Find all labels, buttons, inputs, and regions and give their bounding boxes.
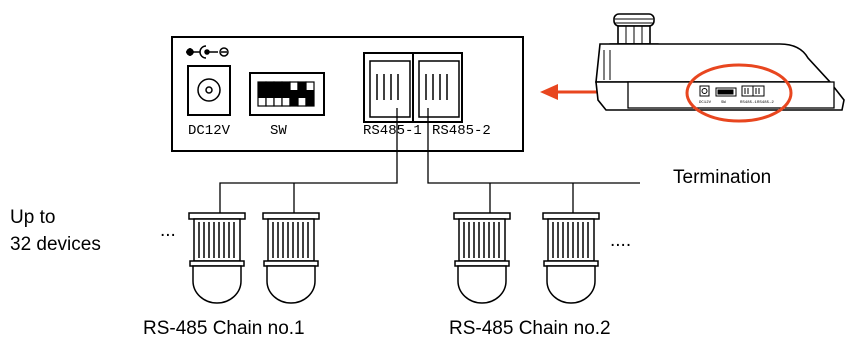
termination-label: Termination — [673, 167, 772, 188]
rear-panel: DC12V SW — [171, 36, 524, 152]
inset-rs1-label: RS485-1 — [740, 101, 757, 105]
keyboard-controller — [595, 13, 845, 111]
chain-1-label: RS-485 Chain no.1 — [143, 318, 305, 339]
dip-switch — [249, 72, 325, 116]
device-count-line2: 32 devices — [10, 234, 101, 255]
dc-jack — [187, 65, 231, 116]
dc-label: DC12V — [188, 123, 231, 139]
sw-label: SW — [270, 123, 287, 139]
chain-1-ellipsis: ... — [160, 220, 176, 241]
dome-camera — [188, 212, 246, 304]
inset-rs2-label: RS485-2 — [757, 101, 774, 105]
chain-2-label: RS-485 Chain no.2 — [449, 318, 611, 339]
chain-2-ellipsis: .... — [610, 230, 632, 251]
dome-camera — [262, 212, 320, 304]
dome-camera — [542, 212, 600, 304]
highlight-ellipse — [685, 63, 793, 123]
device-count-line1: Up to — [10, 207, 56, 228]
inset-sw-label: SW — [721, 101, 726, 105]
inset-dc-label: DC12V — [699, 101, 712, 105]
rs485-connector-1 — [363, 52, 414, 123]
dc-polarity-icon — [186, 45, 229, 59]
rs485-connector-2 — [412, 52, 463, 123]
chain-2-wiring — [427, 108, 640, 213]
inset-connectors — [699, 85, 765, 97]
dome-camera — [453, 212, 511, 304]
rs485-1-label: RS485-1 — [363, 123, 422, 139]
inset-labels: DC12V SW RS485-1 RS485-2 — [699, 101, 774, 105]
chain-1-wiring — [219, 108, 398, 213]
rs485-2-label: RS485-2 — [432, 123, 491, 139]
